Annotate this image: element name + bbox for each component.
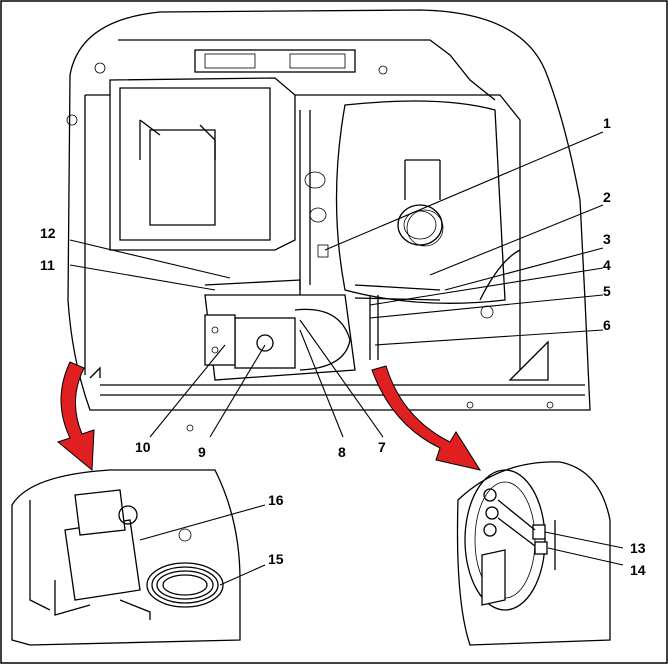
arrow-left — [56, 361, 95, 472]
callout-13: 13 — [630, 540, 646, 556]
arrow-right — [371, 365, 482, 471]
callout-1: 1 — [603, 115, 611, 131]
callout-12: 12 — [40, 225, 56, 241]
callout-3: 3 — [603, 231, 611, 247]
inset-left-detail — [11, 469, 241, 646]
main-unit — [66, 9, 591, 432]
leader-lines — [69, 131, 624, 586]
callout-6: 6 — [603, 317, 611, 333]
callout-9: 9 — [198, 444, 206, 460]
callout-2: 2 — [603, 189, 611, 205]
callout-15: 15 — [268, 551, 284, 567]
callout-14: 14 — [630, 562, 646, 578]
callout-8: 8 — [338, 444, 346, 460]
callout-labels: 1 2 3 4 5 6 7 8 9 10 11 12 13 14 15 16 — [40, 115, 646, 578]
callout-5: 5 — [603, 283, 611, 299]
callout-11: 11 — [40, 257, 55, 273]
inset-right-detail — [456, 461, 611, 646]
callout-7: 7 — [378, 439, 386, 455]
callout-16: 16 — [268, 492, 284, 508]
callout-10: 10 — [135, 439, 151, 455]
callout-4: 4 — [603, 257, 611, 273]
